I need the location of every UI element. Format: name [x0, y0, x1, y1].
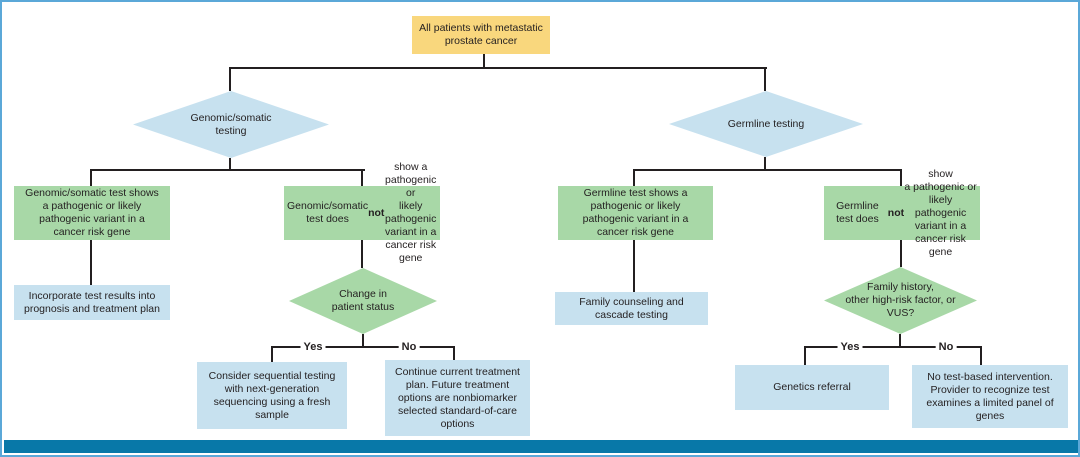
node-all-patients: All patients with metastatic prostate ca… — [412, 16, 550, 54]
decision-change-in-patient-status: Change in patient status — [289, 268, 437, 334]
connector — [229, 158, 231, 171]
connector — [633, 240, 635, 292]
connector — [90, 240, 92, 285]
connector — [764, 67, 766, 91]
connector — [980, 346, 982, 365]
connector — [633, 169, 902, 171]
connector — [229, 67, 231, 91]
node-sequential-testing: Consider sequential testing with next-ge… — [197, 362, 347, 429]
connector — [453, 346, 455, 360]
connector — [483, 54, 485, 68]
connector — [764, 157, 766, 171]
connector — [361, 240, 363, 268]
bottom-accent-bar — [4, 440, 1078, 453]
node-genomic-test-positive: Genomic/somatic test shows a pathogenic … — [14, 186, 170, 240]
decision-germline-testing: Germline testing — [669, 91, 863, 157]
connector — [900, 240, 902, 267]
node-continue-treatment: Continue current treatment plan. Future … — [385, 360, 530, 436]
connector — [633, 169, 635, 186]
node-genomic-test-negative: Genomic/somatic test does not show a pat… — [284, 161, 440, 264]
node-no-test-based-intervention: No test-based intervention. Provider to … — [912, 365, 1068, 428]
node-germline-test-positive: Germline test shows a pathogenic or like… — [558, 186, 713, 240]
connector — [90, 169, 365, 171]
connector — [271, 346, 273, 362]
connector — [804, 346, 806, 365]
edge-label-no-right: No — [935, 341, 957, 353]
node-germline-test-negative: Germline test does not show a pathogenic… — [824, 168, 980, 258]
node-family-counseling: Family counseling and cascade testing — [555, 292, 708, 325]
node-genetics-referral: Genetics referral — [735, 365, 889, 410]
connector — [900, 169, 902, 186]
node-incorporate-results: Incorporate test results into prognosis … — [14, 285, 170, 320]
edge-label-yes-right: Yes — [837, 341, 863, 353]
connector — [90, 169, 92, 186]
connector — [804, 346, 982, 348]
edge-label-yes-left: Yes — [300, 341, 326, 353]
decision-family-history-vus: Family history, other high-risk factor, … — [824, 267, 977, 334]
connector — [361, 169, 363, 186]
connector — [271, 346, 455, 348]
connector — [362, 334, 364, 347]
decision-genomic-somatic-testing: Genomic/somatic testing — [133, 91, 329, 158]
edge-label-no-left: No — [398, 341, 420, 353]
connector — [229, 67, 767, 69]
connector — [899, 334, 901, 347]
